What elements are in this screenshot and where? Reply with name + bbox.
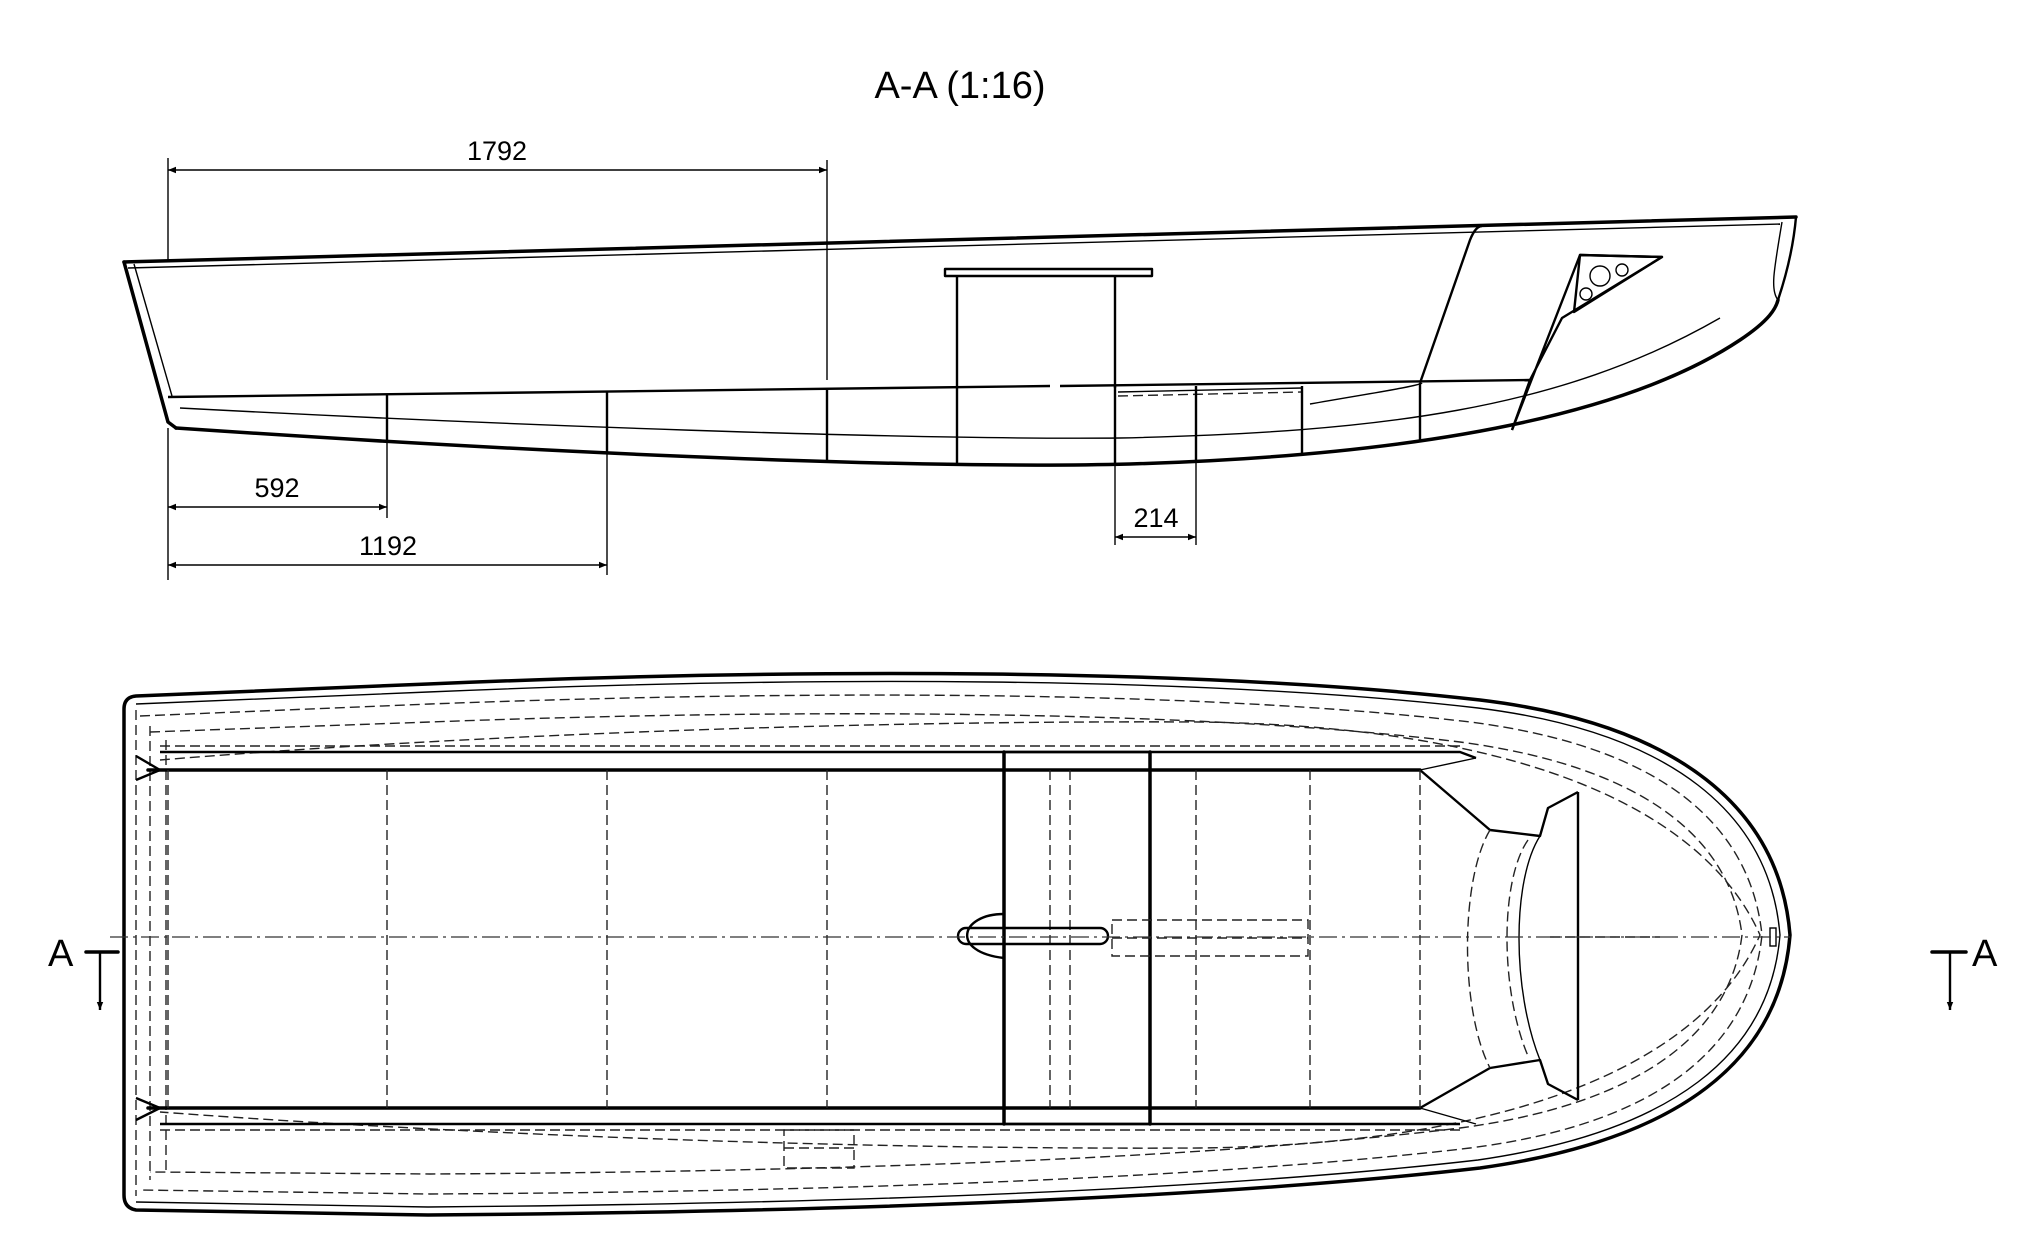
section-title: A-A (1:16): [874, 65, 1045, 107]
dimension-1192: 1192: [359, 531, 417, 561]
dimension-1792: 1792: [467, 136, 527, 166]
section-mark-left-label: A: [48, 933, 74, 975]
section-mark-right-label: A: [1972, 933, 1998, 975]
sheer-line: [122, 215, 1798, 264]
dimension-214: 214: [1133, 503, 1178, 533]
deck-line: [167, 384, 1051, 399]
section-mark-right: A: [1930, 933, 1998, 1010]
top-view: [110, 671, 1792, 1217]
console-top: [943, 267, 1154, 278]
dimension-592: 592: [254, 473, 299, 503]
hull-outline: [122, 671, 1792, 1217]
side-view: 1792 592 1192 214: [122, 136, 1798, 580]
transom: [122, 260, 178, 430]
section-mark-left: A: [48, 933, 120, 1010]
keel-line: [174, 298, 1780, 467]
